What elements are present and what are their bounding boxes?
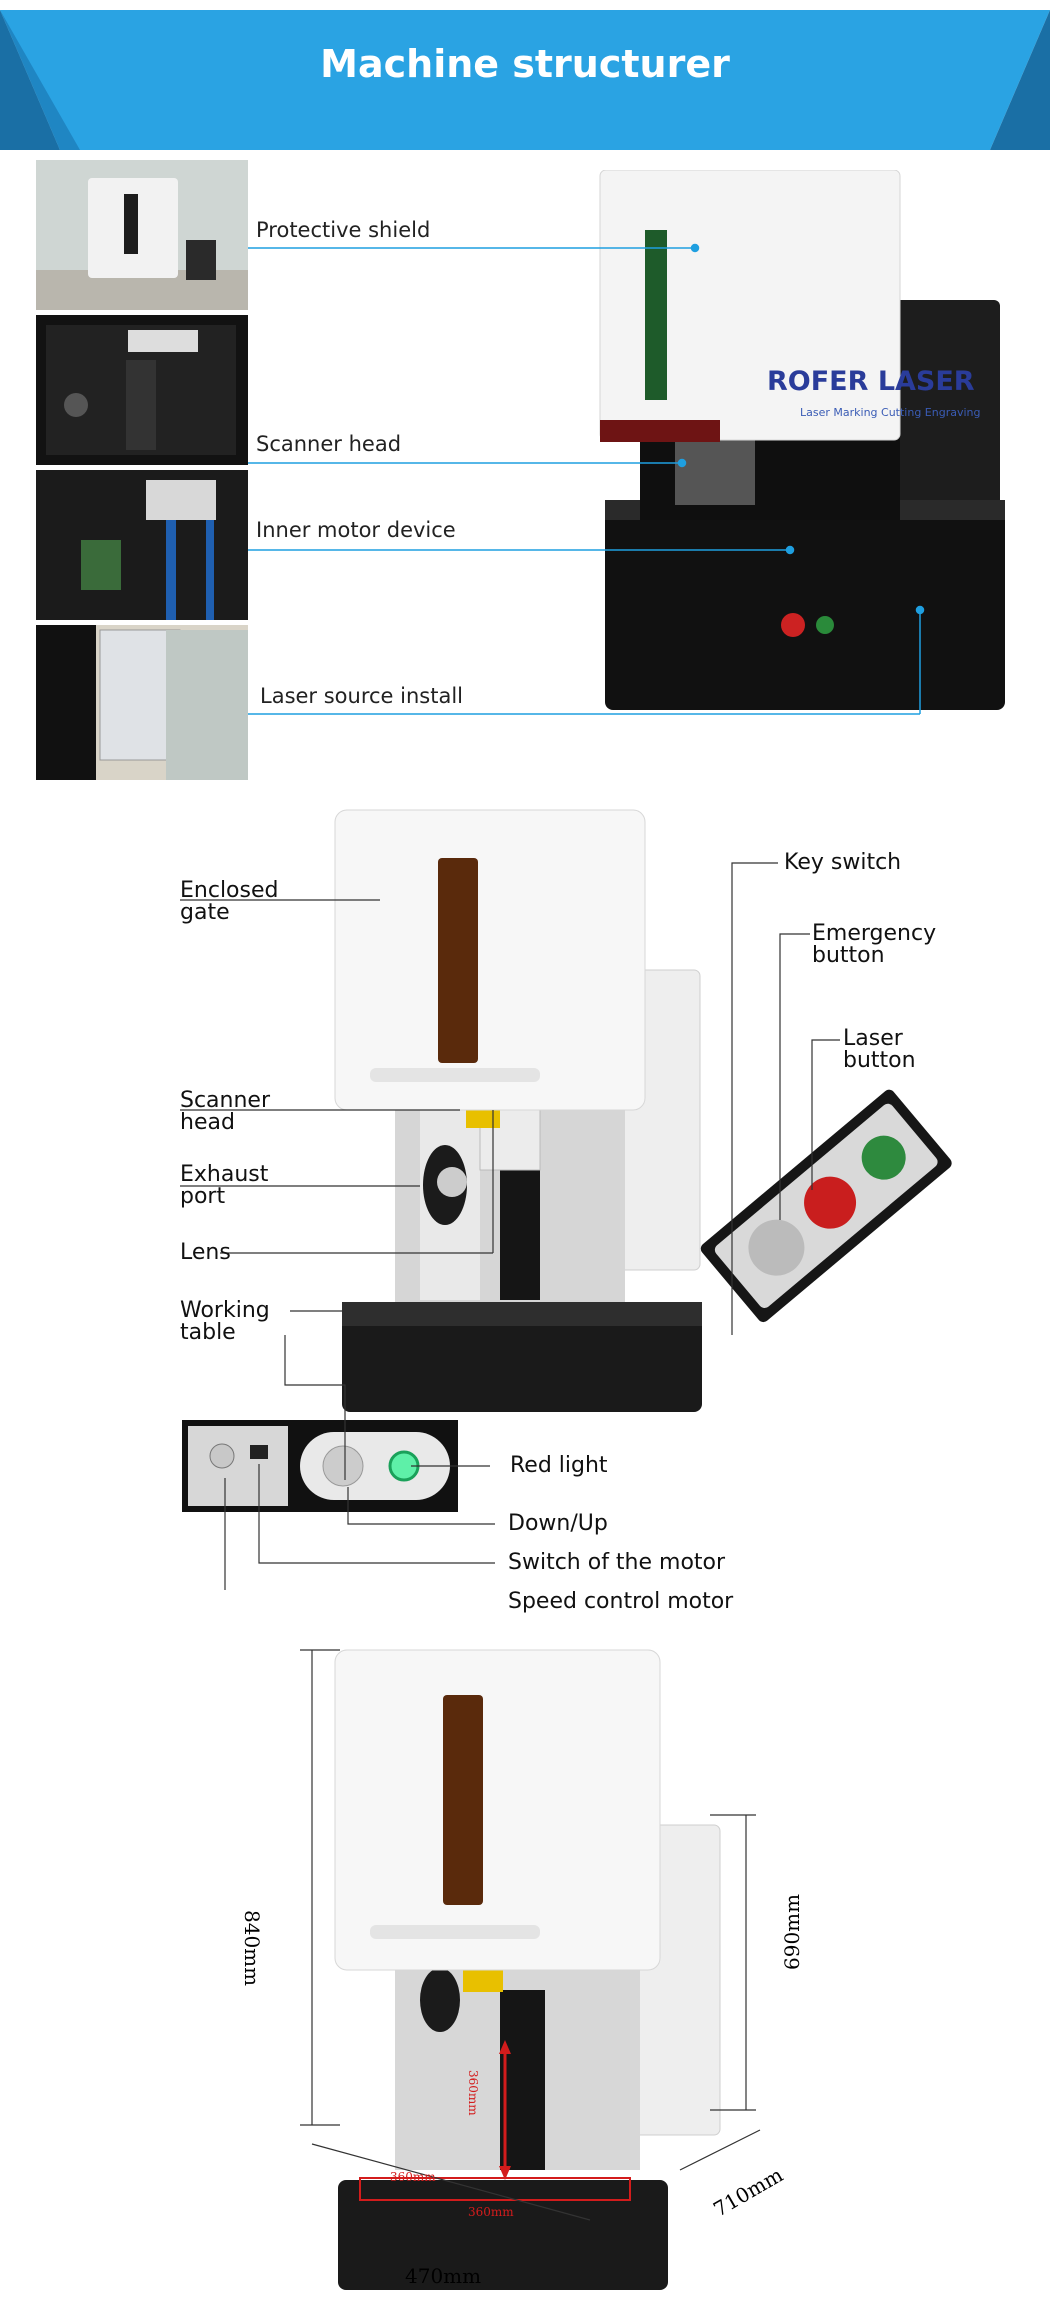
scanner-head-label-1: Scanner [180, 1088, 271, 1113]
red-light-label: Red light [510, 1453, 608, 1478]
dim-table-depth: 360mm [390, 2170, 436, 2184]
lens-label: Lens [180, 1240, 231, 1265]
emergency-button-label-1: Emergency [812, 921, 937, 946]
inner-motor-label: Inner motor device [256, 518, 456, 542]
banner-shape [0, 10, 1050, 150]
dimensions-section: 840mm 690mm 470mm 710mm 360mm 360mm 360m… [0, 1640, 1050, 2300]
working-table-label-1: Working [180, 1298, 270, 1323]
machine-illustration [599, 170, 1005, 710]
speed-control-label: Speed control motor [508, 1589, 734, 1614]
exhaust-port-label-1: Exhaust [180, 1162, 269, 1187]
dim-height-body: 690mm [780, 1893, 804, 1970]
laser-button-label-2: button [843, 1048, 916, 1073]
enclosed-gate-label-1: Enclosed [180, 878, 279, 903]
working-table-label-2: table [180, 1320, 236, 1345]
emergency-button-label-2: button [812, 943, 885, 968]
key-switch-label: Key switch [784, 850, 902, 875]
thumbnail-photos [36, 160, 248, 780]
brand-tagline: Laser Marking Cutting Engraving [800, 406, 981, 419]
exhaust-port-label-2: port [180, 1184, 226, 1209]
dim-height-total: 840mm [240, 1910, 264, 1987]
dimensions-diagram [300, 1649, 761, 2290]
laser-button-label-1: Laser [843, 1026, 903, 1051]
structure-leader-lines [248, 243, 925, 715]
switch-motor-label: Switch of the motor [508, 1550, 726, 1575]
scanner-head-label: Scanner head [256, 432, 402, 456]
dim-width: 470mm [405, 2264, 482, 2288]
parts-diagram [180, 809, 952, 1590]
parts-section: Enclosed gate Scanner head Exhaust port … [0, 790, 1050, 1613]
down-up-label: Down/Up [508, 1511, 608, 1536]
page-title: Machine structurer [320, 42, 730, 86]
dim-work-height: 360mm [466, 2070, 480, 2116]
dim-table-width: 360mm [468, 2205, 514, 2219]
structure-section: ROFER LASER Laser Marking Cutting Engrav… [0, 160, 1050, 780]
laser-source-label: Laser source install [260, 684, 464, 708]
brand-name: ROFER LASER [767, 366, 975, 397]
scanner-head-label-2: head [180, 1110, 235, 1135]
protective-shield-label: Protective shield [256, 218, 431, 242]
title-banner: Machine structurer [0, 10, 1050, 150]
enclosed-gate-label-2: gate [180, 900, 230, 925]
